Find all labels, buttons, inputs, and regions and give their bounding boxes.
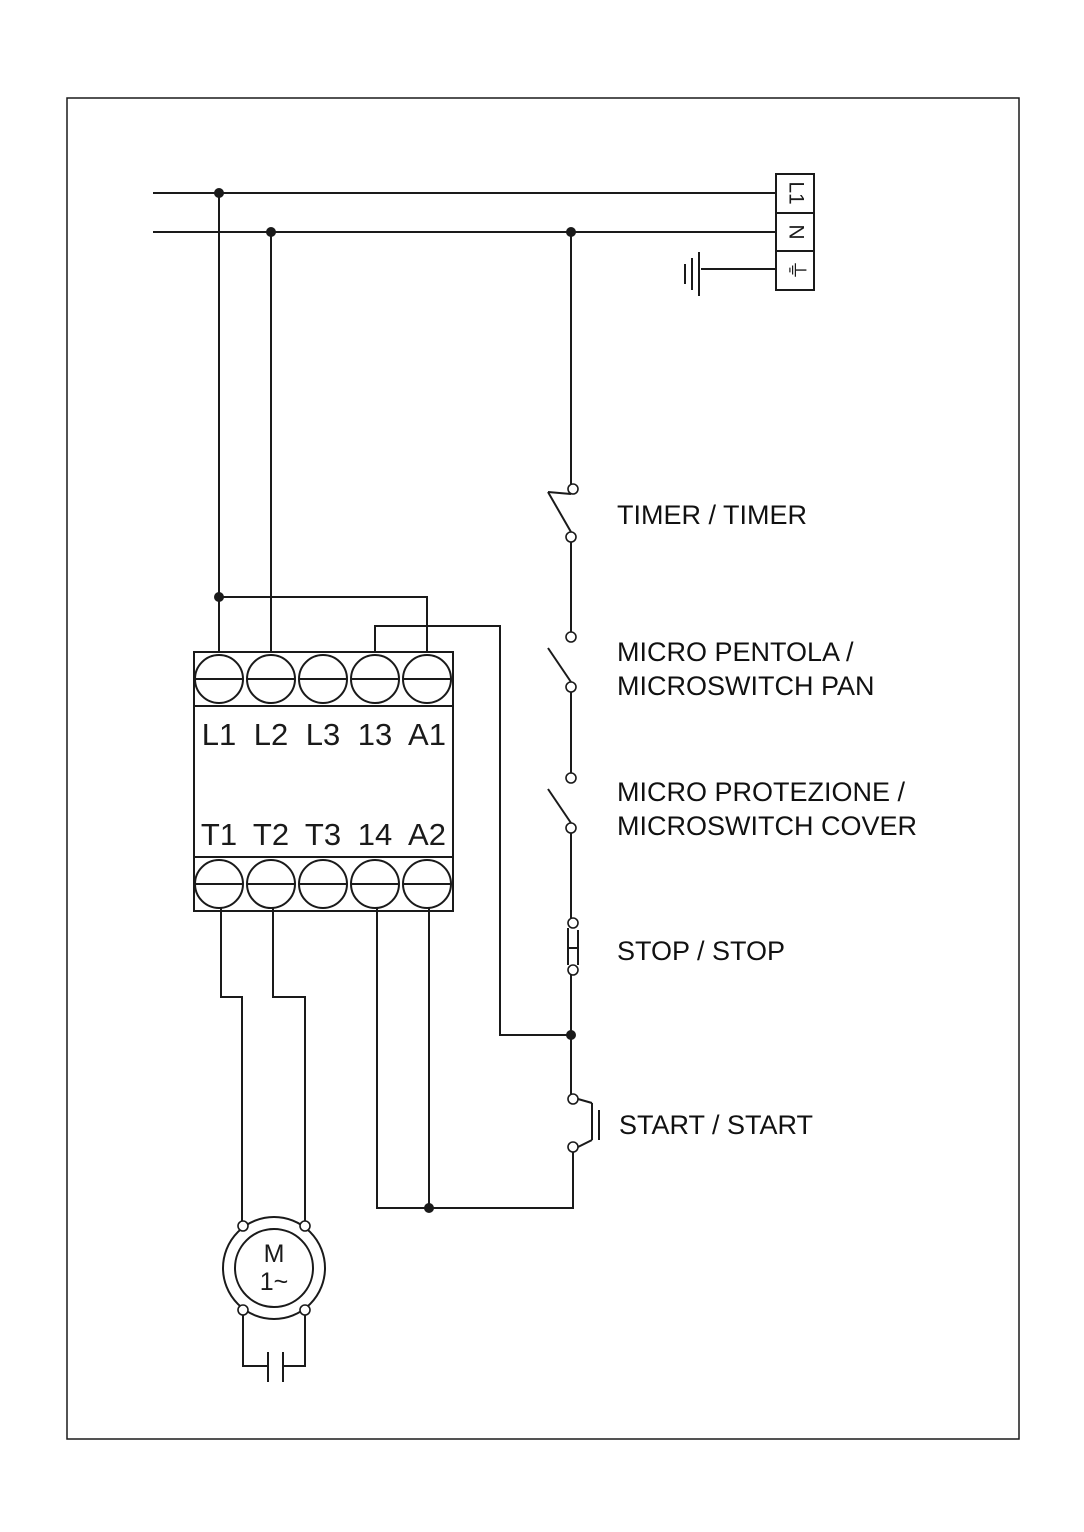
junction-dot [214,592,224,602]
supply-terminal-block: L1 N ⏚ [776,174,814,290]
terminal-label-a1: A1 [408,717,446,752]
supply-terminal-earth: ⏚ [784,260,807,281]
supply-lines [153,193,776,269]
junction-dot [424,1203,434,1213]
stop-button [568,918,578,975]
contactor-top-screws [195,655,451,703]
micro-cover-label-line2: MICROSWITCH COVER [617,811,917,841]
start-label: START / START [619,1110,813,1140]
micro-cover-label-line1: MICRO PROTEZIONE / [617,777,906,807]
supply-terminal-l1: L1 [784,181,807,204]
micro-pan-switch [548,632,576,692]
timer-switch [548,484,578,542]
terminal-label-13: 13 [358,717,392,752]
terminal-label-l1: L1 [202,717,236,752]
start-button [568,1094,599,1152]
supply-terminal-n: N [784,224,807,239]
earth-symbol [685,252,699,296]
motor-label-line1: M [264,1240,285,1268]
terminal-label-t3: T3 [305,817,341,852]
capacitor [243,1315,305,1382]
contactor-bottom-screws [195,860,451,908]
terminal-label-t1: T1 [201,817,237,852]
terminal-label-l2: L2 [254,717,288,752]
page-frame [67,98,1019,1439]
terminal-label-a2: A2 [408,817,446,852]
terminal-label-l3: L3 [306,717,340,752]
terminal-label-14: 14 [358,817,392,852]
contactor: L1 L2 L3 13 A1 T1 T2 T3 14 A2 [194,652,453,911]
timer-label: TIMER / TIMER [617,500,807,530]
motor: M 1~ [223,1217,325,1319]
micro-pan-label-line1: MICRO PENTOLA / [617,637,854,667]
junction-dot [566,1030,576,1040]
motor-label-line2: 1~ [260,1268,289,1296]
micro-pan-label-line2: MICROSWITCH PAN [617,671,875,701]
stop-label: STOP / STOP [617,936,785,966]
micro-cover-switch [548,773,576,833]
terminal-label-t2: T2 [253,817,289,852]
motor-wires [221,908,305,1225]
